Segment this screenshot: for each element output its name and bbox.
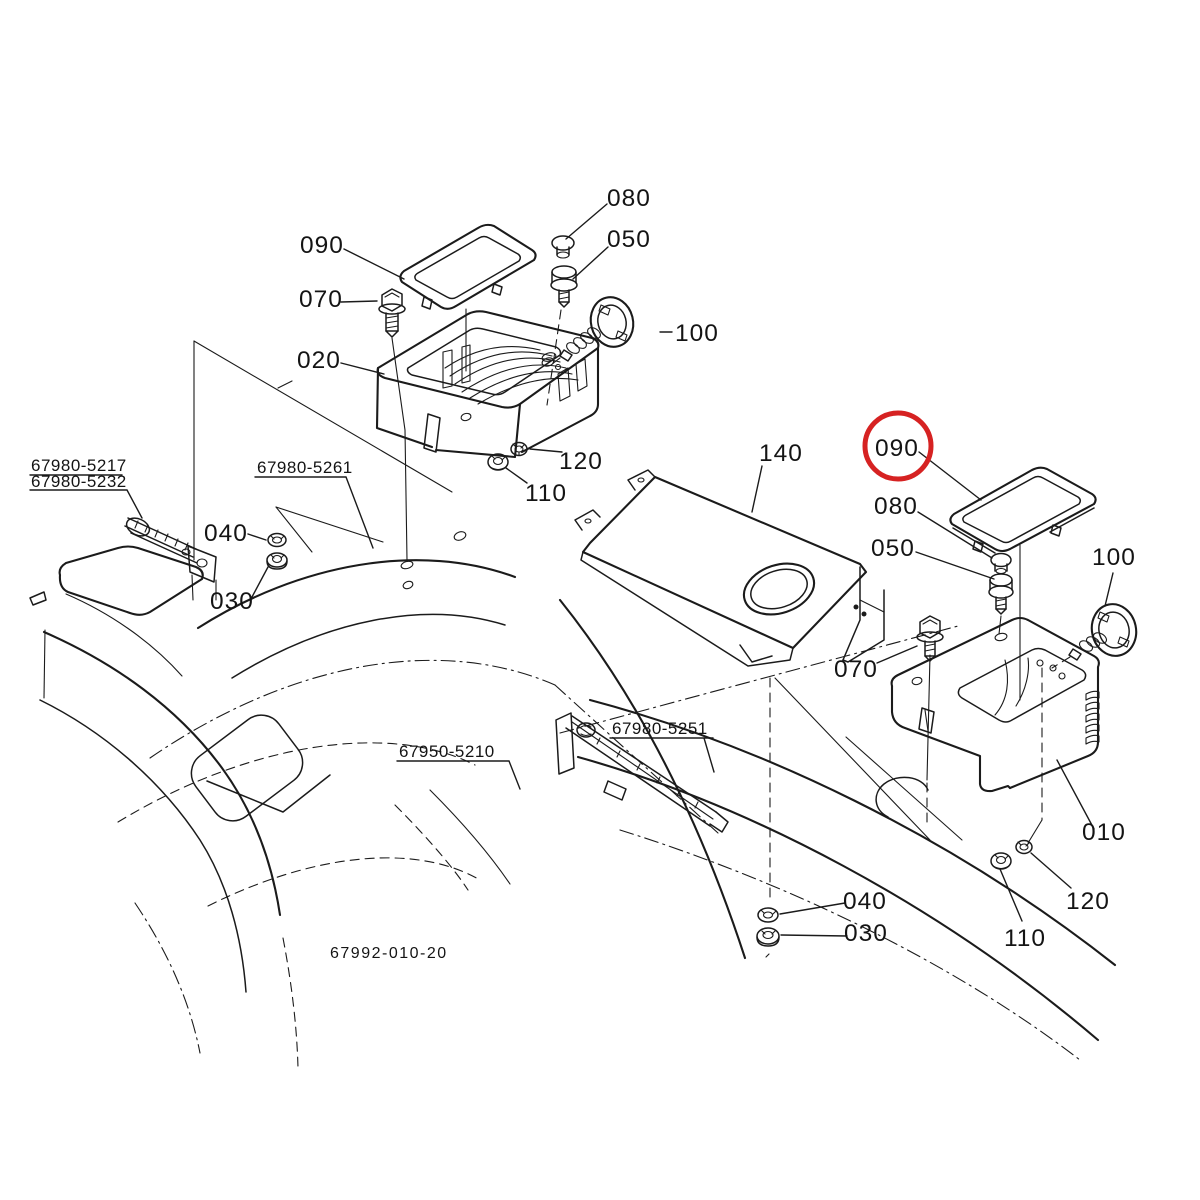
callout-080-top: 080: [607, 185, 651, 212]
flange-bolt-070-right: [916, 615, 944, 662]
center-rail-bracket: [555, 712, 729, 833]
part-number-center-bracket: 67980-5251: [612, 719, 708, 738]
callout-030-left: 030: [210, 588, 254, 615]
screw-grommet-050-top: [541, 265, 578, 406]
nut-110-right: [990, 852, 1012, 870]
callout-140: 140: [759, 440, 803, 467]
callout-050-top: 050: [607, 226, 651, 253]
callout-010: 010: [1082, 819, 1126, 846]
right-console-lid: [949, 466, 1097, 554]
callout-120-mid: 120: [559, 448, 603, 475]
callout-090-left: 090: [300, 232, 344, 259]
drawing-number: 67992-010-20: [330, 945, 448, 962]
washer-120-left: [510, 441, 528, 457]
callout-110-mid: 110: [525, 480, 567, 507]
left-sheet-panel: [193, 340, 453, 561]
left-console-cover: [375, 310, 600, 459]
callout-040-bottom: 040: [843, 888, 887, 915]
callout-080-right: 080: [874, 493, 918, 520]
left-mount-bracket: [124, 517, 217, 601]
part-number-center-panel: 67950-5210: [399, 742, 495, 761]
part-number-left-bracket-a: 67980-5217: [31, 456, 127, 475]
center-fender-deck: [117, 531, 747, 960]
callout-120-right: 120: [1066, 888, 1110, 915]
nut-030-left: [266, 552, 288, 570]
leader-lines: [29, 203, 1114, 937]
nut-110-left: [487, 453, 509, 471]
right-fender: [559, 625, 1117, 1061]
part-number-left-bracket-b: 67980-5232: [31, 472, 127, 491]
washer-040-left: [267, 532, 287, 548]
disc-valve-100-right: [1051, 603, 1138, 669]
washer-120-right: [1015, 839, 1033, 855]
callout-050-right: 050: [871, 535, 915, 562]
callout-090-right-circled: 090: [875, 435, 919, 462]
washer-040-bottom: [757, 907, 779, 923]
part-number-left-panel: 67980-5261: [257, 458, 353, 477]
callout-070-left: 070: [299, 286, 343, 313]
callout-030-bottom: 030: [844, 920, 888, 947]
flange-bolt-070-left: [378, 288, 408, 561]
center-panel-140: [574, 469, 885, 667]
screw-grommet-050-right: [988, 573, 1014, 635]
right-sheet-panel: [769, 677, 963, 904]
left-console-lid: [399, 223, 537, 372]
cap-080-right: [990, 552, 1012, 575]
left-fender: [29, 380, 304, 1069]
right-console-cover: [890, 544, 1100, 844]
callout-110-right: 110: [1004, 925, 1046, 952]
callout-100-left: 100: [675, 320, 719, 347]
callout-070-right: 070: [834, 656, 878, 683]
callout-100-right: 100: [1092, 544, 1136, 571]
red-highlight-circle: [862, 410, 934, 482]
cap-080-top: [551, 235, 575, 259]
callout-020: 020: [297, 347, 341, 374]
callout-040-left: 040: [204, 520, 248, 547]
disc-valve-100-left: [547, 296, 635, 368]
nut-030-bottom: [756, 927, 780, 958]
